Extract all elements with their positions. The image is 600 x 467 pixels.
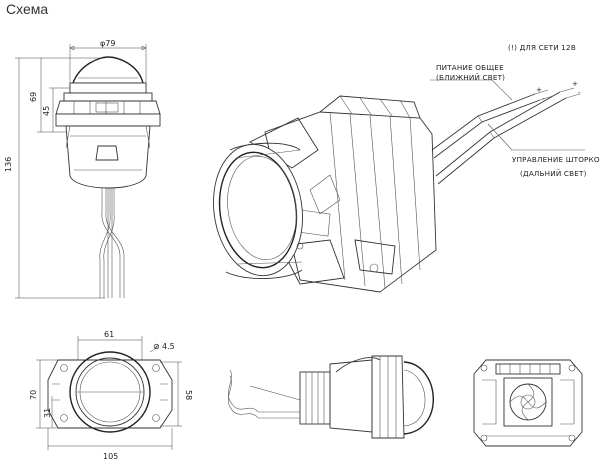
note-shutter-line1: УПРАВЛЕНИЕ ШТОРКОЙ <box>512 155 600 164</box>
dim-height-45: 45 <box>42 106 51 116</box>
dim-overall-height: 136 <box>4 157 13 172</box>
front-view-dimensions: 61 ⊘ 4.5 70 31 58 105 <box>29 330 193 461</box>
dim-front-width-61: 61 <box>104 330 114 339</box>
dim-front-height-58: 58 <box>184 390 193 400</box>
wiring-notes: (!) ДЛЯ СЕТИ 12В ПИТАНИЕ ОБЩЕЕ (БЛИЖНИЙ … <box>436 43 600 178</box>
dim-front-width-105: 105 <box>103 452 118 461</box>
side-view-dimensions: φ79 136 69 45 <box>4 39 147 299</box>
wire-minus-1: - <box>542 94 545 103</box>
rear-view-drawing <box>473 359 583 447</box>
page-title: Схема <box>6 1 49 17</box>
note-shutter-line2: (ДАЛЬНИЙ СВЕТ) <box>520 169 587 178</box>
dim-top-width: φ79 <box>100 39 115 48</box>
wire-plus-2: + <box>572 79 578 88</box>
dim-front-height-31: 31 <box>43 408 52 418</box>
dim-front-height-70: 70 <box>29 390 38 400</box>
dim-hole-symbol: ⊘ <box>153 342 160 351</box>
wire-plus-1: + <box>536 85 542 94</box>
side-profile-drawing <box>228 355 434 439</box>
front-view-drawing <box>47 351 173 433</box>
note-network-12v: (!) ДЛЯ СЕТИ 12В <box>508 43 576 52</box>
side-view-drawing <box>55 56 161 298</box>
isometric-view-drawing <box>213 79 585 293</box>
note-power-line2: (БЛИЖНИЙ СВЕТ) <box>436 73 505 82</box>
wire-minus-2: - <box>578 88 581 97</box>
dim-hole-diameter: 4.5 <box>162 342 175 351</box>
note-power-line1: ПИТАНИЕ ОБЩЕЕ <box>436 63 504 72</box>
dim-height-69: 69 <box>29 92 38 102</box>
